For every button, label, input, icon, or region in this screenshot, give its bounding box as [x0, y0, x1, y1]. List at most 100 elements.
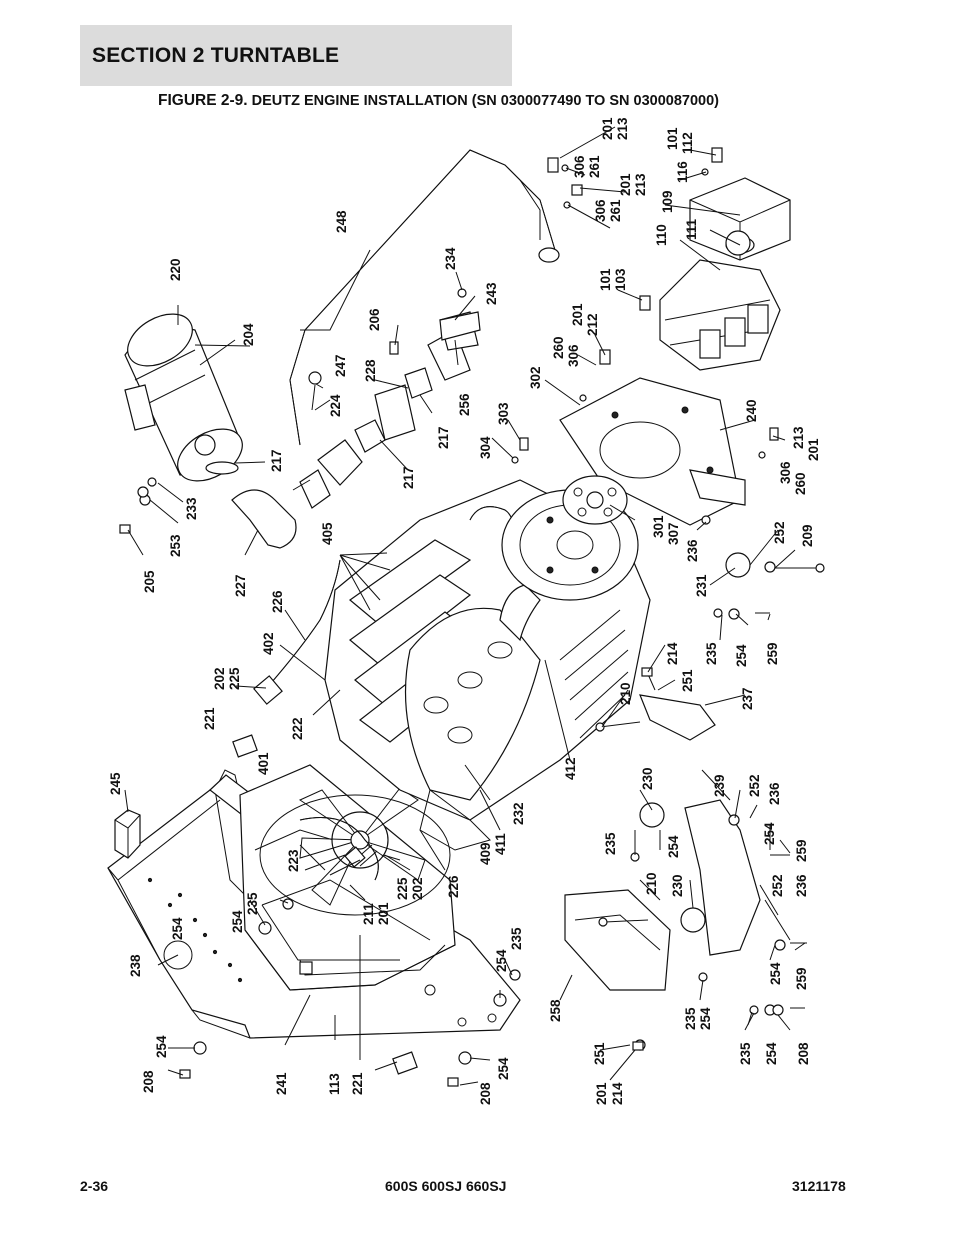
- callout-label: 252: [772, 521, 787, 544]
- callout-label: 116: [675, 161, 690, 183]
- callout-label: 204: [241, 323, 256, 346]
- callout-label: 225: [227, 667, 242, 690]
- callout-label: 256: [457, 393, 472, 416]
- callout-label: 227: [233, 574, 248, 597]
- callout-label: 254: [494, 949, 509, 972]
- callout-label: 261: [608, 199, 623, 222]
- callout-label: 208: [796, 1042, 811, 1065]
- callout-label: 209: [800, 524, 815, 547]
- callout-label: 235: [245, 892, 260, 915]
- engine-mounts: [119, 477, 825, 1087]
- callout-label: 259: [794, 839, 809, 862]
- footer-document-number: 3121178: [792, 1178, 846, 1194]
- callout-label: 254: [496, 1057, 511, 1080]
- callout-label: 236: [685, 539, 700, 562]
- callout-label: 254: [764, 1042, 779, 1065]
- callout-label: 254: [666, 835, 681, 858]
- callout-label: 103: [613, 268, 628, 291]
- callout-label: 220: [168, 258, 183, 281]
- figure-number: FIGURE 2-9.: [158, 92, 248, 109]
- callout-label: 213: [791, 426, 806, 449]
- callout-label: 112: [680, 132, 695, 154]
- callout-label: 233: [184, 497, 199, 520]
- footer-models: 600S 600SJ 660SJ: [385, 1178, 507, 1194]
- callout-label: 239: [712, 774, 727, 797]
- callout-label: 228: [363, 359, 378, 382]
- callout-label: 201: [618, 173, 633, 196]
- callout-label: 111: [684, 218, 699, 240]
- callout-label: 254: [734, 644, 749, 667]
- callout-label: 254: [768, 962, 783, 985]
- callout-label: 304: [478, 436, 493, 459]
- callout-label: 306: [566, 344, 581, 367]
- callout-label: 201: [594, 1082, 609, 1105]
- callout-label: 260: [551, 336, 566, 359]
- callout-label: 226: [270, 590, 285, 613]
- callout-label: 253: [168, 534, 183, 557]
- callout-label: 201: [806, 438, 821, 461]
- callout-label: 101: [598, 268, 613, 291]
- callout-label: 213: [633, 173, 648, 196]
- callout-label: 217: [401, 466, 416, 489]
- leader-lines: [124, 126, 806, 1086]
- callout-label: 232: [511, 802, 526, 825]
- callout-label: 210: [644, 872, 659, 895]
- callout-label: 202: [410, 877, 425, 900]
- callout-label: 221: [350, 1072, 365, 1095]
- callout-label: 208: [478, 1082, 493, 1105]
- callout-label: 221: [202, 707, 217, 730]
- callout-label: 236: [767, 782, 782, 805]
- callout-label: 210: [618, 682, 633, 705]
- callout-label: 409: [478, 842, 493, 865]
- callout-label: 214: [665, 642, 680, 665]
- callout-label: 402: [261, 632, 276, 655]
- callout-label: 235: [603, 832, 618, 855]
- callout-label: 306: [593, 199, 608, 222]
- callout-label: 222: [290, 717, 305, 740]
- callout-label: 254: [154, 1035, 169, 1058]
- support-tube: [289, 149, 560, 446]
- callout-label: 241: [274, 1072, 289, 1095]
- callout-label: 230: [670, 874, 685, 897]
- callout-label: 231: [694, 574, 709, 597]
- callout-label: 109: [660, 190, 675, 213]
- callout-label: 248: [334, 210, 349, 233]
- callout-label: 201: [376, 902, 391, 925]
- callout-label: 237: [740, 687, 755, 710]
- callout-label: 113: [327, 1073, 342, 1095]
- callout-label: 234: [443, 247, 458, 270]
- callout-label: 235: [509, 927, 524, 950]
- callout-label: 110: [654, 224, 669, 246]
- callout-label: 223: [286, 849, 301, 872]
- callout-label: 101: [665, 127, 680, 150]
- callout-label: 240: [744, 399, 759, 422]
- callout-label: 226: [446, 875, 461, 898]
- callout-label: 252: [770, 874, 785, 897]
- callout-label: 254: [698, 1007, 713, 1030]
- callout-label: 201: [600, 117, 615, 140]
- callout-label: 201: [570, 303, 585, 326]
- callout-label: 247: [333, 354, 348, 377]
- callout-label: 251: [680, 669, 695, 692]
- callout-label: 235: [683, 1007, 698, 1030]
- callout-label: 302: [528, 366, 543, 389]
- figure-caption: DEUTZ ENGINE INSTALLATION (SN 0300077490…: [251, 93, 720, 109]
- callout-label: 254: [230, 910, 245, 933]
- callout-label: 254: [170, 917, 185, 940]
- callout-label: 235: [704, 642, 719, 665]
- callout-label: 301: [651, 515, 666, 538]
- callout-label: 412: [563, 757, 578, 780]
- callout-label: 306: [778, 461, 793, 484]
- callout-label: 235: [738, 1042, 753, 1065]
- callout-label: 251: [592, 1042, 607, 1065]
- callout-label: 260: [793, 472, 808, 495]
- callout-label: 405: [320, 522, 335, 545]
- callout-label: 230: [640, 767, 655, 790]
- callout-label: 211: [361, 903, 376, 925]
- callout-label: 214: [610, 1082, 625, 1105]
- callout-label: 261: [587, 155, 602, 178]
- callout-label: 208: [141, 1070, 156, 1093]
- callout-label: 259: [794, 967, 809, 990]
- callout-label: 225: [395, 877, 410, 900]
